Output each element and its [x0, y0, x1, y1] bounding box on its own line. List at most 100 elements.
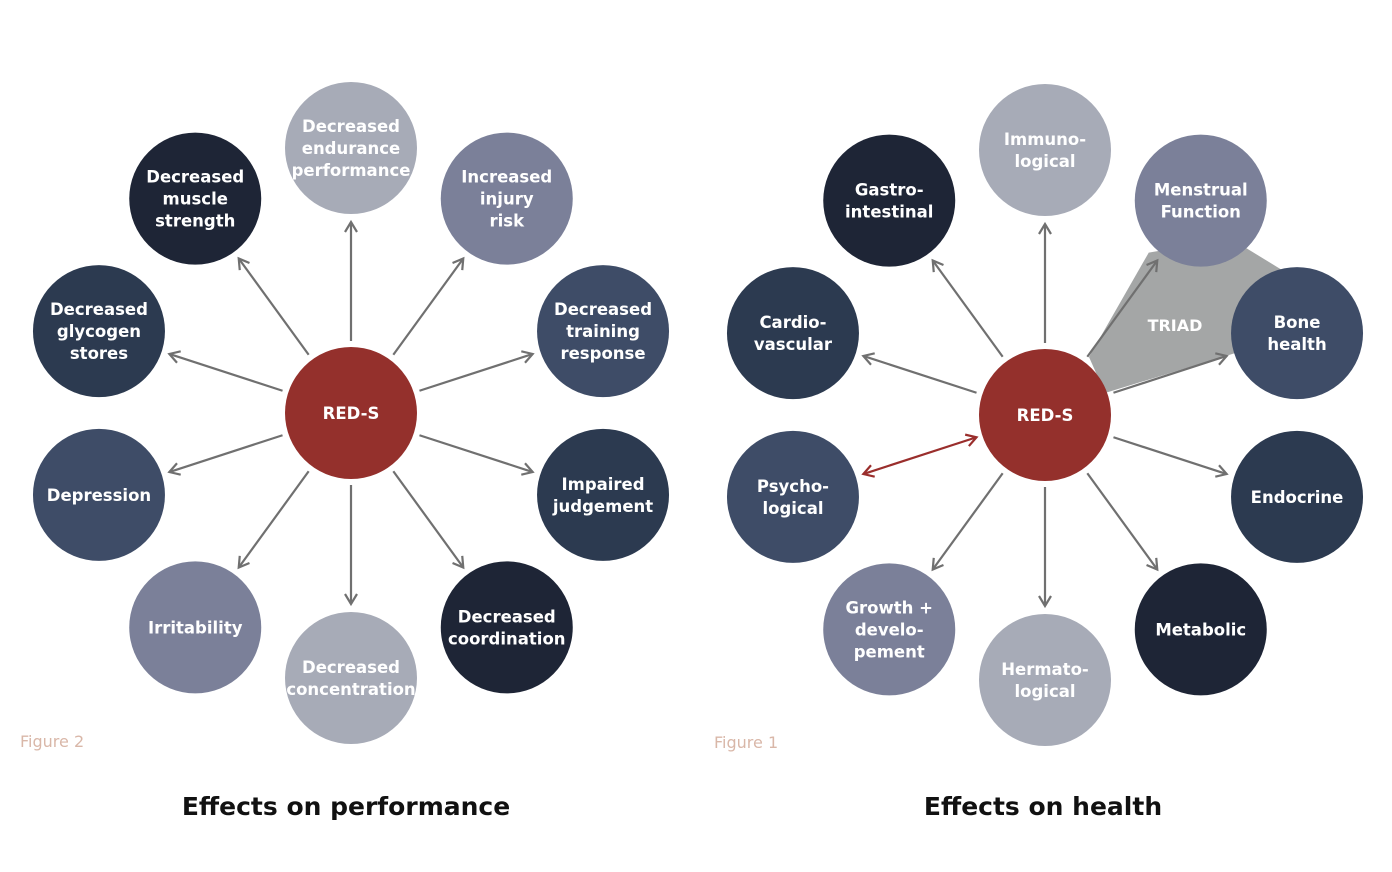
performance-node-label-0: Decreased endurance performance	[292, 117, 411, 180]
health-arrow-7	[861, 433, 979, 478]
health-node-label-1-line: Function	[1161, 203, 1241, 222]
health-node-label-2-line: Bone	[1274, 313, 1321, 332]
performance-node-label-0-line: performance	[292, 161, 411, 180]
performance-node-label-7: Depression	[47, 486, 151, 505]
health-node-label-4-line: Metabolic	[1155, 620, 1246, 639]
health-node-label-5: Hermato-logical	[1001, 660, 1089, 701]
health-node-label-2-line: health	[1267, 335, 1326, 354]
health-node-label-6-line: develo-	[855, 620, 924, 639]
health-node-circle-5	[979, 614, 1111, 746]
health-node-label-2: Bone health	[1267, 313, 1326, 354]
performance-node-label-9-line: Decreased	[146, 168, 244, 187]
performance-node-label-2-line: training	[566, 322, 640, 341]
performance-node-label-4: Decreased coordination	[448, 607, 566, 648]
performance-node-circle-0	[285, 82, 417, 214]
performance-node-label-9-line: muscle	[163, 190, 228, 209]
performance-node-label-1-line: Increased	[461, 168, 552, 187]
performance-node-label-4-line: Decreased	[458, 607, 556, 626]
performance-node-circle-9	[129, 132, 262, 265]
panel-title-performance: Effects on performance	[181, 792, 511, 821]
performance-node-circle-5	[285, 612, 417, 744]
health-arrow-2	[1113, 352, 1229, 394]
health-arrow-9	[931, 258, 1004, 358]
performance-node-label-9: Decreased muscle strength	[146, 168, 244, 231]
health-node-circle-3	[1231, 430, 1364, 563]
panel-title-health: Effects on health	[923, 792, 1163, 821]
labels-layer: Decreased endurance performance Increased in…	[20, 117, 1343, 752]
performance-arrow-6	[237, 470, 310, 570]
performance-node-label-1-line: injury	[480, 190, 534, 209]
performance-node-label-2-line: Decreased	[554, 300, 652, 319]
health-node-circle-7	[726, 430, 859, 563]
performance-node-circle-6	[129, 561, 262, 694]
health-node-label-5-line: Hermato-	[1001, 660, 1089, 679]
health-node-label-3-line: Endocrine	[1251, 488, 1344, 507]
health-node-label-9-line: Gastro-	[855, 181, 924, 200]
health-node-label-9: Gastro-intestinal	[845, 181, 933, 222]
health-center-circle	[979, 349, 1111, 481]
performance-node-circle-3	[537, 428, 670, 561]
performance-center-label: RED-S	[323, 404, 380, 423]
health-node-label-7: Psycho-logical	[757, 477, 829, 518]
performance-arrow-1	[392, 256, 465, 356]
performance-node-label-0-line: Decreased	[302, 117, 400, 136]
health-node-circle-1	[1134, 134, 1267, 267]
performance-arrow-9	[237, 256, 310, 356]
health-node-label-6: Growth +develo-pement	[846, 598, 933, 661]
performance-node-circle-7	[32, 428, 165, 561]
health-node-label-0: Immuno-logical	[1004, 130, 1086, 171]
performance-node-label-5-line: Decreased	[302, 658, 400, 677]
health-arrow-1	[1086, 258, 1159, 358]
performance-arrow-2	[419, 350, 535, 392]
performance-node-label-7-line: Depression	[47, 486, 151, 505]
performance-node-label-9-line: strength	[155, 212, 235, 231]
performance-node-circle-4	[440, 561, 573, 694]
health-node-label-3: Endocrine	[1251, 488, 1344, 507]
performance-node-label-0-line: endurance	[302, 139, 400, 158]
health-node-label-8-line: Cardio-	[759, 313, 826, 332]
performance-node-label-1-line: risk	[489, 212, 525, 231]
performance-node-label-4-line: coordination	[448, 629, 566, 648]
performance-node-label-5-line: concentration	[286, 680, 415, 699]
performance-node-label-1: Increased injury risk	[461, 168, 552, 231]
performance-figure-label: Figure 2	[20, 732, 84, 751]
health-figure-label: Figure 1	[714, 733, 778, 752]
performance-node-label-8-line: stores	[70, 344, 128, 363]
triad-shape	[1089, 238, 1288, 393]
health-arrow-8	[861, 352, 977, 394]
health-node-label-8-line: vascular	[754, 335, 833, 354]
health-arrow-3	[1113, 436, 1229, 478]
triad-layer	[1089, 238, 1288, 393]
performance-arrow-8	[167, 350, 283, 392]
health-node-label-0-line: Immuno-	[1004, 130, 1086, 149]
health-node-label-9-line: intestinal	[845, 203, 933, 222]
arrows-layer	[167, 219, 1229, 609]
health-node-label-1-line: Menstrual	[1154, 181, 1248, 200]
health-arrow-4	[1086, 472, 1159, 572]
health-node-label-7-line: Psycho-	[757, 477, 829, 496]
performance-node-label-6: Irritability	[148, 618, 243, 637]
performance-node-circle-2	[537, 265, 670, 398]
health-node-circle-4	[1134, 563, 1267, 696]
health-node-label-5-line: logical	[1014, 682, 1075, 701]
health-node-circle-8	[726, 267, 859, 400]
performance-center-circle	[285, 347, 417, 479]
triad-label: TRIAD	[1148, 316, 1203, 335]
health-center-label: RED-S	[1017, 406, 1074, 425]
health-node-label-6-line: Growth +	[846, 598, 933, 617]
health-arrow-6	[931, 472, 1004, 572]
performance-node-circle-1	[440, 132, 573, 265]
health-node-circle-0	[979, 84, 1111, 216]
health-node-label-7-line: logical	[762, 499, 823, 518]
health-node-label-0-line: logical	[1014, 152, 1075, 171]
health-node-circle-2	[1231, 267, 1364, 400]
performance-node-circle-8	[32, 265, 165, 398]
nodes-layer	[32, 82, 1364, 746]
health-node-circle-9	[823, 134, 956, 267]
